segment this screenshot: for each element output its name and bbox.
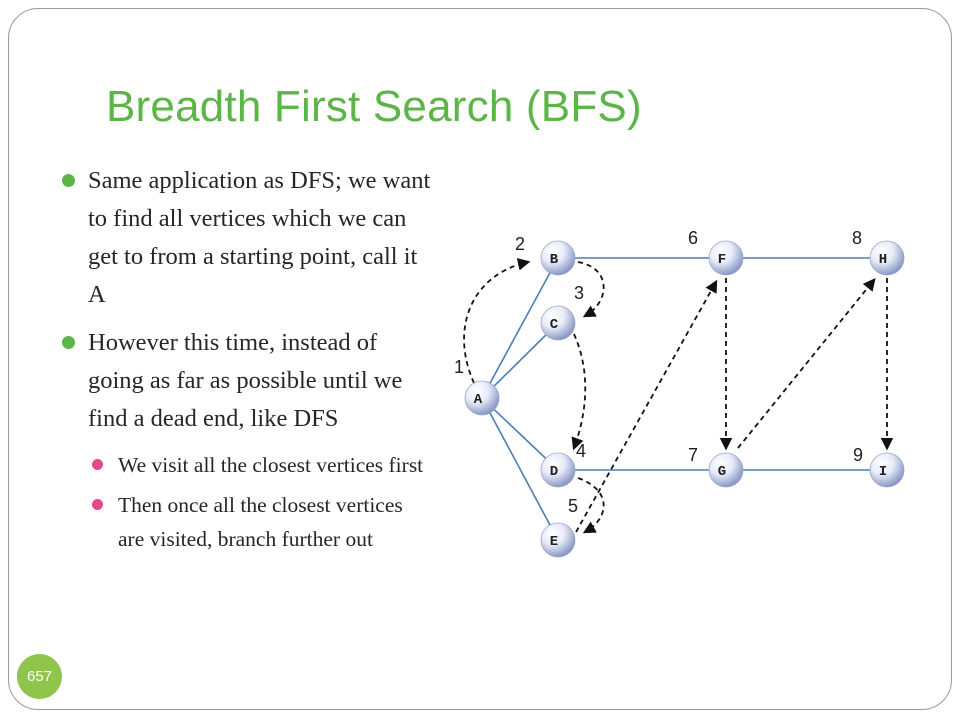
step-number-1: 1	[454, 357, 464, 377]
node-G: G	[708, 452, 744, 488]
step-number-7: 7	[688, 445, 698, 465]
node-label: G	[718, 464, 726, 480]
visit-order-arrows	[463, 258, 894, 534]
node-label: B	[550, 252, 559, 268]
node-circle	[464, 380, 500, 416]
node-B: B	[540, 240, 576, 276]
edge-A-C	[481, 322, 559, 399]
bullet-item: Same application as DFS; we want to find…	[62, 162, 434, 314]
bullet-item: However this time, instead of going as f…	[62, 324, 434, 438]
step-number-2: 2	[515, 234, 525, 254]
visit-arrow-G-H	[737, 278, 876, 449]
step-number-3: 3	[574, 283, 584, 303]
slide-number-badge: 657	[17, 654, 62, 699]
visit-arrow-D-E	[577, 477, 605, 534]
bullet-list: Same application as DFS; we want to find…	[62, 162, 434, 562]
node-D: D	[540, 452, 576, 488]
step-number-5: 5	[568, 496, 578, 516]
slide-frame	[8, 8, 952, 710]
node-label: H	[879, 252, 887, 268]
sub-bullet-item: We visit all the closest vertices first	[62, 448, 434, 482]
node-circle	[540, 240, 576, 276]
node-E: E	[540, 522, 576, 558]
node-circle	[540, 522, 576, 558]
node-H: H	[869, 240, 905, 276]
visit-arrow-E-F	[575, 279, 718, 533]
node-circle	[540, 305, 576, 341]
step-number-8: 8	[852, 228, 862, 248]
node-circle	[540, 452, 576, 488]
edge-A-D	[481, 397, 559, 471]
step-number-9: 9	[853, 445, 863, 465]
node-circle	[869, 452, 905, 488]
node-label: F	[718, 252, 726, 268]
node-label: C	[550, 317, 559, 333]
edge-A-B	[481, 257, 559, 399]
node-circle	[708, 452, 744, 488]
visit-arrow-B-C	[577, 261, 605, 318]
node-I: I	[869, 452, 905, 488]
node-A: A	[464, 380, 500, 416]
node-F: F	[708, 240, 744, 276]
node-circle	[708, 240, 744, 276]
step-number-4: 4	[576, 441, 586, 461]
node-label: D	[550, 464, 558, 480]
graph-nodes: A B C D E F G H I	[464, 240, 905, 558]
graph-edges	[481, 257, 887, 541]
node-C: C	[540, 305, 576, 341]
step-number-6: 6	[688, 228, 698, 248]
visit-arrow-C-D	[571, 333, 587, 451]
edge-A-E	[481, 397, 559, 541]
node-label: E	[550, 534, 558, 550]
node-label: A	[474, 392, 483, 408]
node-label: I	[879, 464, 887, 480]
slide-title: Breadth First Search (BFS)	[106, 82, 642, 131]
node-circle	[869, 240, 905, 276]
sub-bullet-item: Then once all the closest vertices are v…	[62, 488, 434, 556]
visit-step-numbers: 1 2 3 4 5 6 7 8 9	[454, 228, 863, 516]
visit-arrow-A-B	[463, 258, 531, 384]
